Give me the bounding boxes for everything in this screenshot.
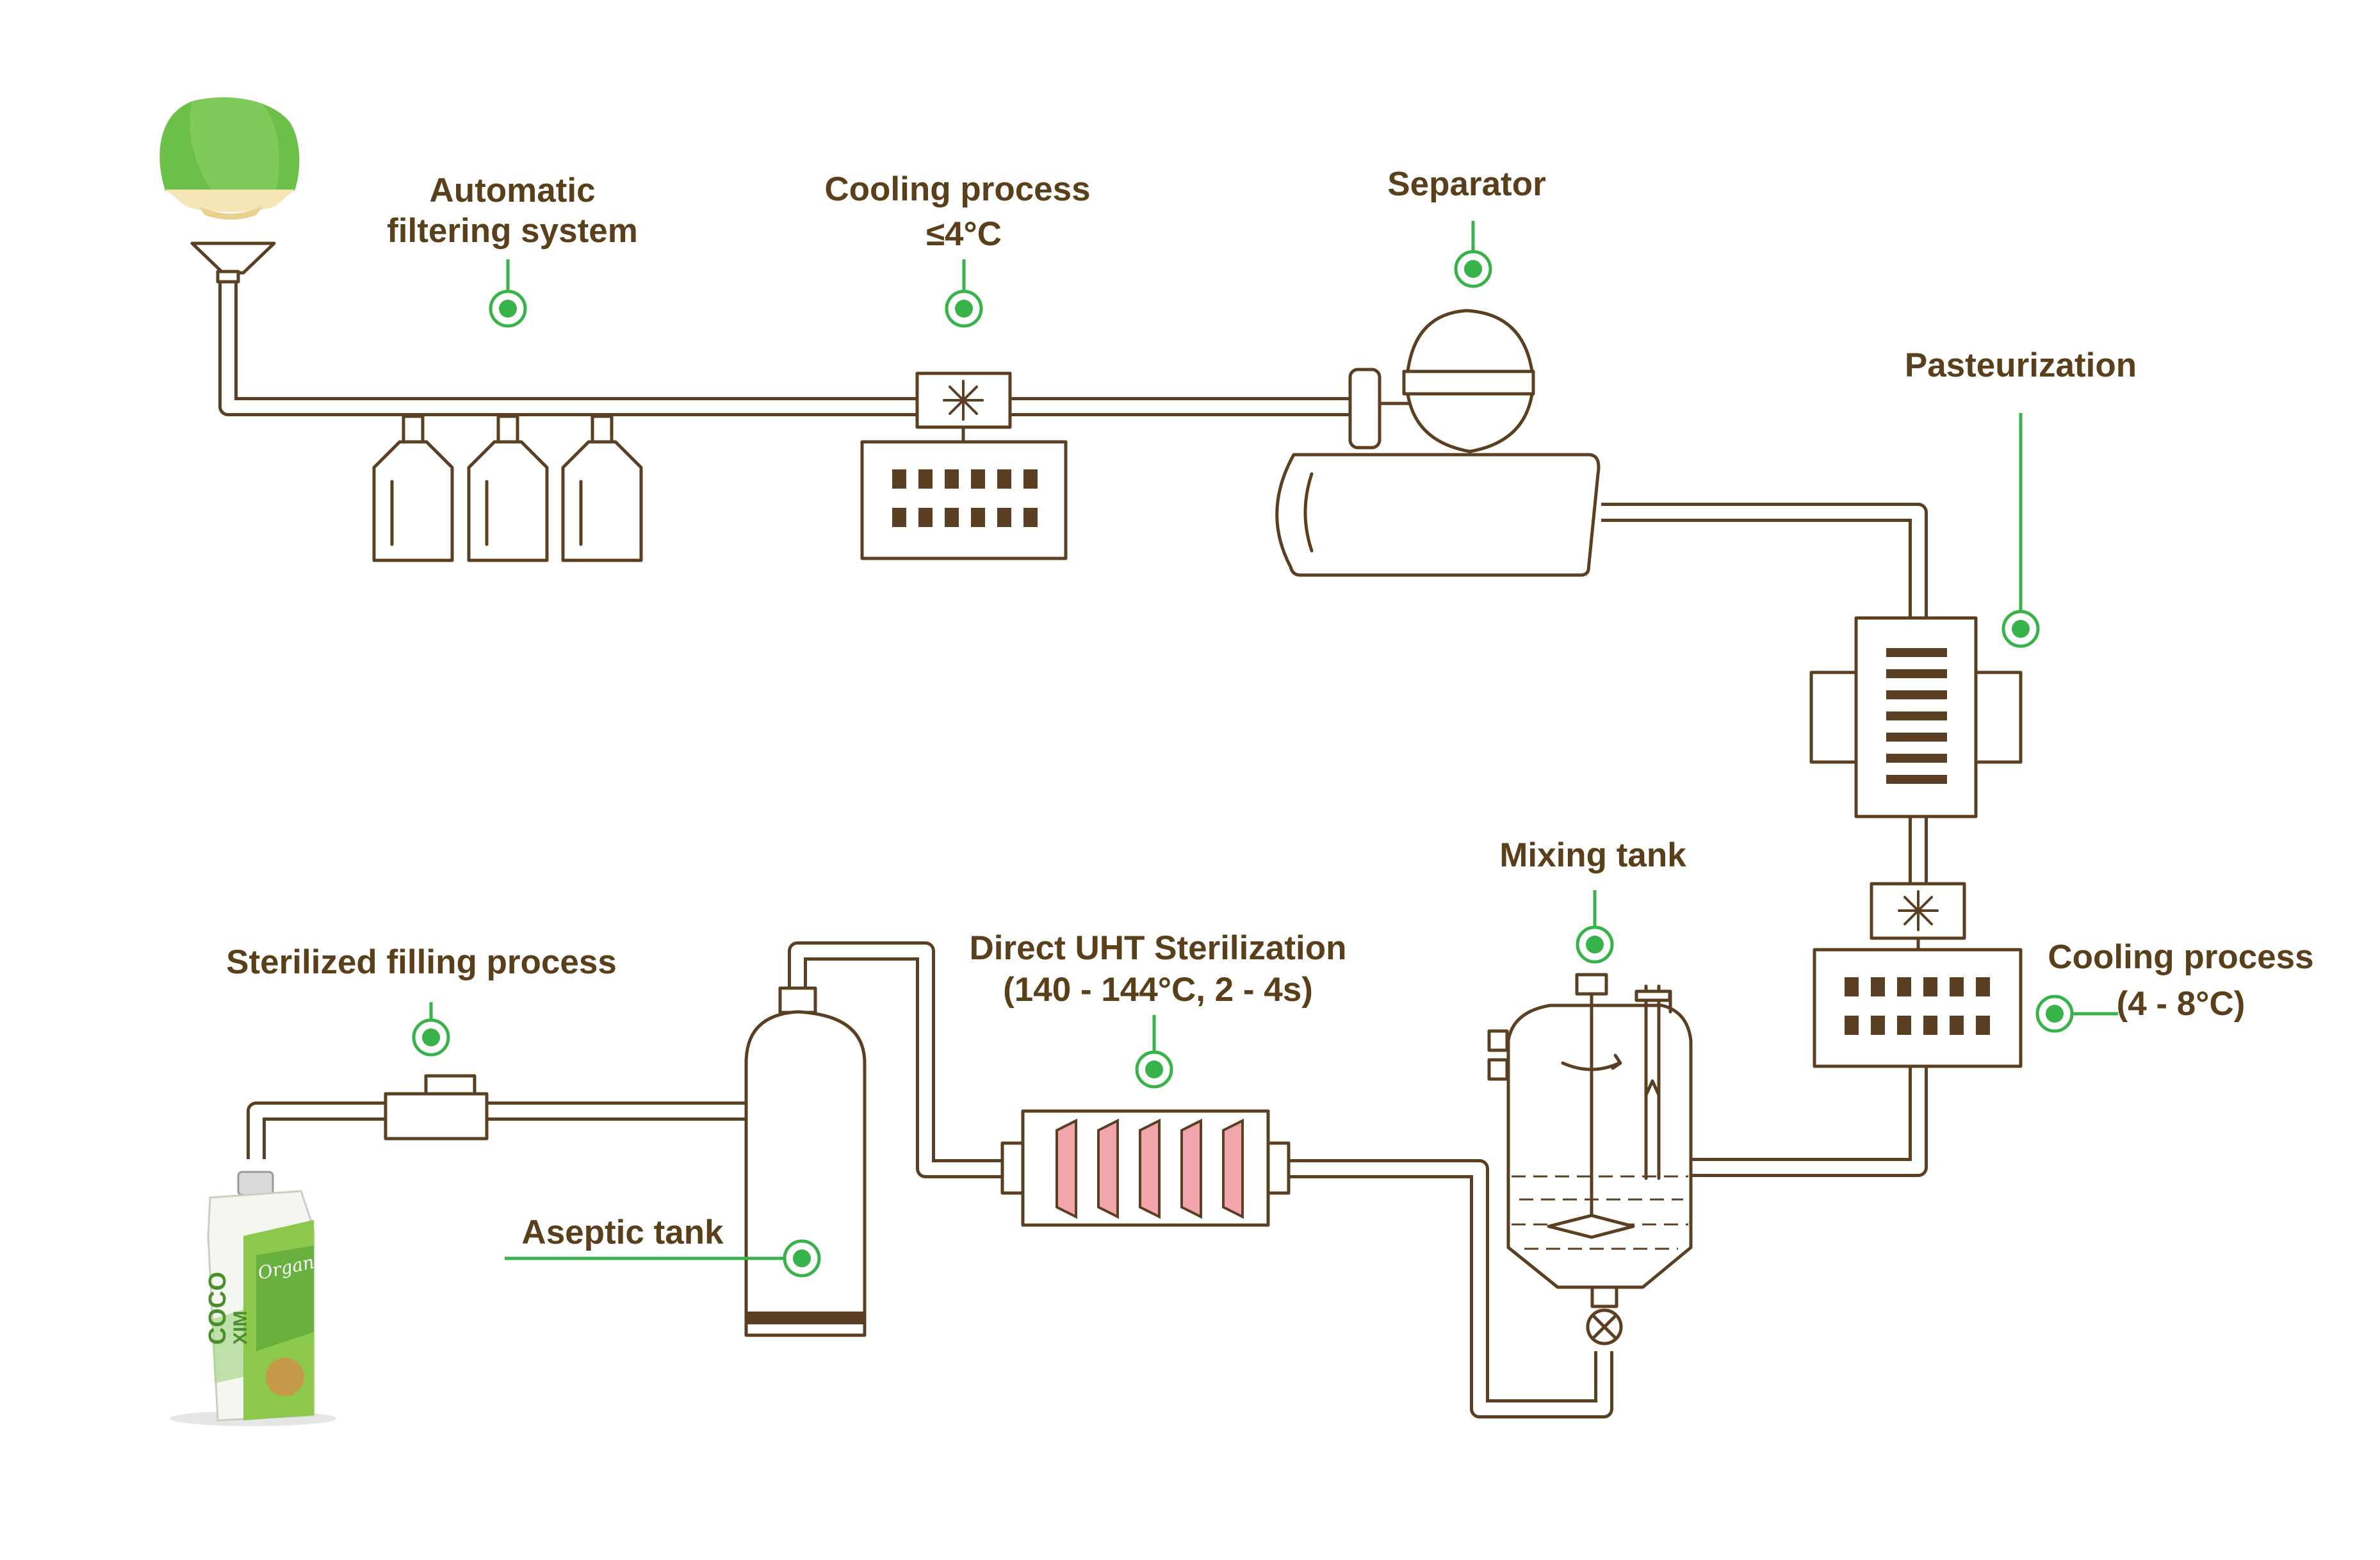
label-filtering-line2: filtering system [387, 212, 638, 250]
snowflake-icon [1898, 890, 1939, 931]
aseptic-tank [744, 986, 867, 1337]
marker-cooling-1 [945, 259, 983, 328]
label-aseptic-tank: Aseptic tank [521, 1214, 724, 1251]
uht-sterilizer [1000, 1109, 1291, 1227]
label-mixing-tank: Mixing tank [1499, 836, 1686, 874]
marker-separator [1454, 221, 1492, 288]
label-pasteurization: Pasteurization [1905, 346, 2137, 384]
marker-cooling-2 [2035, 995, 2118, 1033]
marker-filling [412, 1002, 450, 1057]
funnel [190, 241, 276, 284]
label-separator: Separator [1387, 165, 1545, 203]
label-cooling-1-line2: ≤4°C [926, 215, 1002, 253]
filter-tanks [372, 414, 643, 562]
pasteurizer [1809, 616, 2023, 818]
label-cooling-1-line1: Cooling process [824, 170, 1090, 208]
marker-filtering [489, 259, 527, 328]
mixing-tank [1487, 973, 1693, 1345]
marker-mixing-tank [1576, 890, 1614, 964]
marker-pasteurization [2001, 413, 2040, 648]
cooler-2 [1813, 882, 2023, 1068]
labels: Automatic filtering system Cooling proce… [226, 165, 2313, 1251]
cooler-1 [860, 371, 1068, 560]
label-cooling-2-line1: Cooling process [2048, 938, 2313, 976]
carton-brand-line1: COCO [204, 1272, 231, 1345]
markers [412, 221, 2118, 1278]
marker-aseptic-tank [505, 1239, 821, 1278]
label-filling: Sterilized filling process [226, 943, 617, 981]
carton-brand-line2: XIM [230, 1311, 251, 1345]
label-cooling-2-line2: (4 - 8°C) [2117, 985, 2246, 1023]
marker-uht [1135, 1015, 1173, 1089]
coconut-icon [159, 97, 300, 220]
separator [1275, 309, 1601, 577]
label-uht-line1: Direct UHT Sterilization [970, 929, 1347, 967]
label-uht-line2: (140 - 144°C, 2 - 4s) [1003, 971, 1313, 1009]
label-filtering-line1: Automatic [429, 172, 595, 209]
filling-valve [384, 1074, 489, 1141]
coconut-water-carton-icon: COCO XIM Organic [170, 1171, 336, 1426]
snowflake-icon [943, 380, 984, 421]
